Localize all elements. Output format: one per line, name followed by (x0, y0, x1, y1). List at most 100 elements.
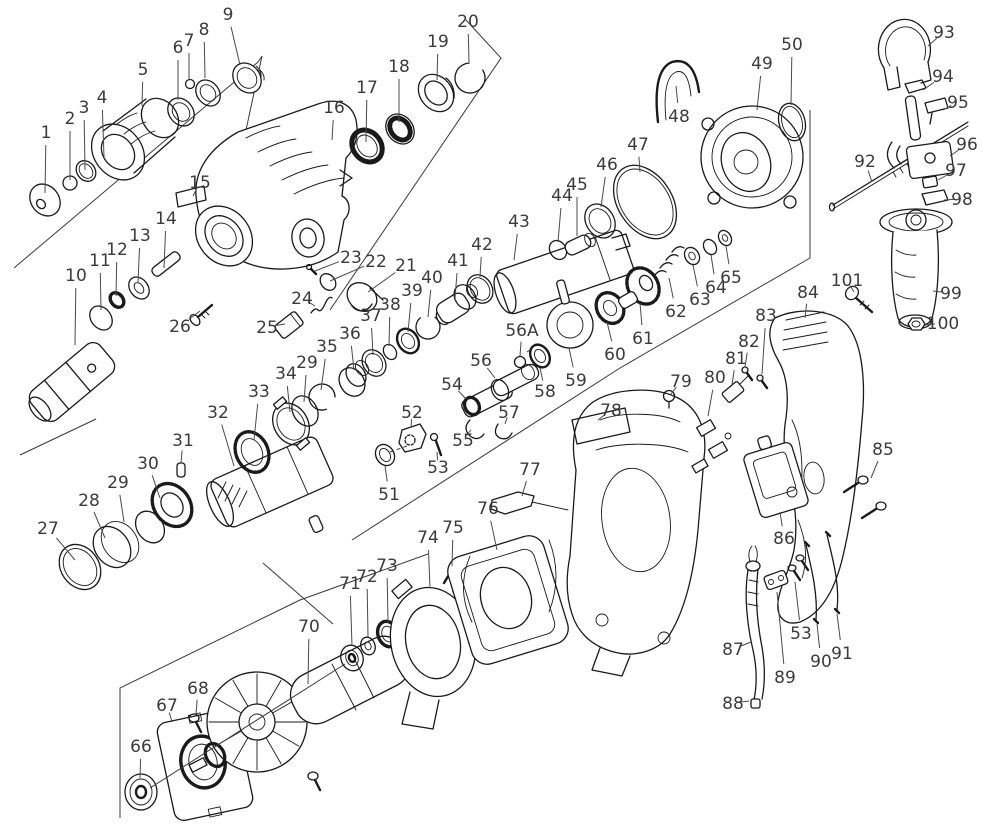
leader-line (115, 261, 118, 297)
part-number-label: 2 (65, 109, 76, 129)
part-47-large-o-ring (612, 164, 678, 240)
part-43-cylinder (493, 229, 634, 315)
part-number-label: 40 (421, 268, 443, 288)
part-90-lead-wire (803, 540, 820, 625)
leader-line (779, 511, 783, 527)
part-55-clip (465, 419, 485, 440)
leader-line (924, 323, 935, 326)
part-77-bracket (490, 491, 569, 515)
leader-line (597, 414, 606, 421)
part-number-label: 15 (189, 173, 211, 193)
part-number-label: 96 (956, 135, 978, 155)
leader-line (849, 285, 855, 293)
part-20-snap-ring (454, 62, 486, 94)
assembly-axis-line (149, 663, 346, 789)
part-63-cup-washer (683, 246, 701, 266)
part-52-bracket (398, 423, 427, 453)
part-number-label: 51 (378, 485, 400, 505)
part-23-screw (305, 263, 318, 276)
part-number-label: 53 (790, 624, 812, 644)
part-101-screw (844, 285, 874, 314)
leader-line (725, 245, 730, 265)
part-number-label: 56 (470, 351, 492, 371)
part-number-label: 45 (566, 175, 588, 195)
part-number-label: 3 (79, 98, 90, 118)
part-number-label: 76 (477, 499, 499, 519)
part-number-label: 44 (551, 186, 573, 206)
part-number-label: 100 (927, 314, 959, 334)
leader-line (451, 539, 454, 567)
part-96-clamp-body (886, 140, 955, 180)
part-30-ring-gear (150, 481, 194, 529)
part-number-label: 38 (379, 295, 401, 315)
part-65-washer (717, 229, 733, 247)
part-99-grip (879, 208, 953, 330)
part-62-spring (653, 246, 685, 277)
leader-line (188, 310, 201, 320)
part-number-label: 84 (797, 283, 819, 303)
part-number-label: 75 (442, 518, 464, 538)
part-number-label: 54 (441, 375, 463, 395)
part-28-spring-ring (92, 521, 140, 569)
part-16-gear-housing (194, 100, 358, 270)
part-81-carbon-brush (721, 375, 749, 403)
leader-line (410, 419, 413, 429)
leader-line (816, 623, 821, 649)
part-number-label: 17 (356, 78, 378, 98)
group-border (329, 19, 502, 311)
part-number-label: 21 (395, 256, 417, 276)
leader-line (504, 417, 508, 425)
leader-line (639, 302, 643, 326)
part-number-label: 93 (933, 23, 955, 43)
leader-line (407, 302, 412, 333)
part-10-chuck (28, 341, 116, 423)
part-45-pin (564, 232, 596, 256)
leader-line (371, 327, 374, 356)
part-number-label: 70 (298, 617, 320, 637)
leader-line (600, 176, 606, 208)
leader-line (350, 345, 355, 371)
part-number-label: 83 (755, 306, 777, 326)
part-number-label: 47 (627, 135, 649, 155)
part-number-label: 34 (275, 364, 297, 384)
leader-line (141, 81, 144, 107)
leader-line (557, 207, 562, 243)
part-24-spring (310, 296, 333, 314)
part-number-label: 101 (831, 271, 863, 291)
part-number-label: 59 (565, 371, 587, 391)
part-number-label: 29 (107, 473, 129, 493)
axis-lines (149, 347, 534, 789)
leader-line (83, 119, 86, 171)
leader-line (101, 109, 105, 158)
leader-line (427, 289, 432, 318)
part-number-label: 81 (725, 349, 747, 369)
leader-line (367, 272, 396, 293)
leader-line (568, 347, 574, 368)
leader-line (539, 367, 544, 381)
leader-line (384, 465, 388, 482)
leader-line (320, 358, 326, 391)
group-border (19, 418, 97, 456)
part-number-label: 37 (360, 306, 382, 326)
part-22-ring (319, 273, 337, 291)
part-number-label: 26 (169, 317, 191, 337)
part-number-label: 9 (223, 5, 234, 25)
part-number-label: 62 (665, 302, 687, 322)
part-26-screw (189, 303, 214, 326)
leader-line (366, 588, 369, 638)
part-number-label: 41 (447, 251, 469, 271)
part-14-pin (151, 251, 181, 277)
leader-line (151, 475, 161, 499)
leader-line (466, 429, 472, 436)
leader-line (927, 37, 938, 47)
part-number-label: 53 (427, 458, 449, 478)
part-number-label: 23 (340, 248, 362, 268)
part-84-handle-cover (769, 310, 865, 624)
part-number-label: 52 (401, 403, 423, 423)
assembly-axis-line (389, 445, 408, 453)
part-number-label: 20 (457, 12, 479, 32)
part-56A-clip (513, 355, 527, 369)
part-motor-housing (566, 389, 706, 677)
part-number-label: 25 (256, 318, 278, 338)
part-number-label: 95 (947, 93, 969, 113)
